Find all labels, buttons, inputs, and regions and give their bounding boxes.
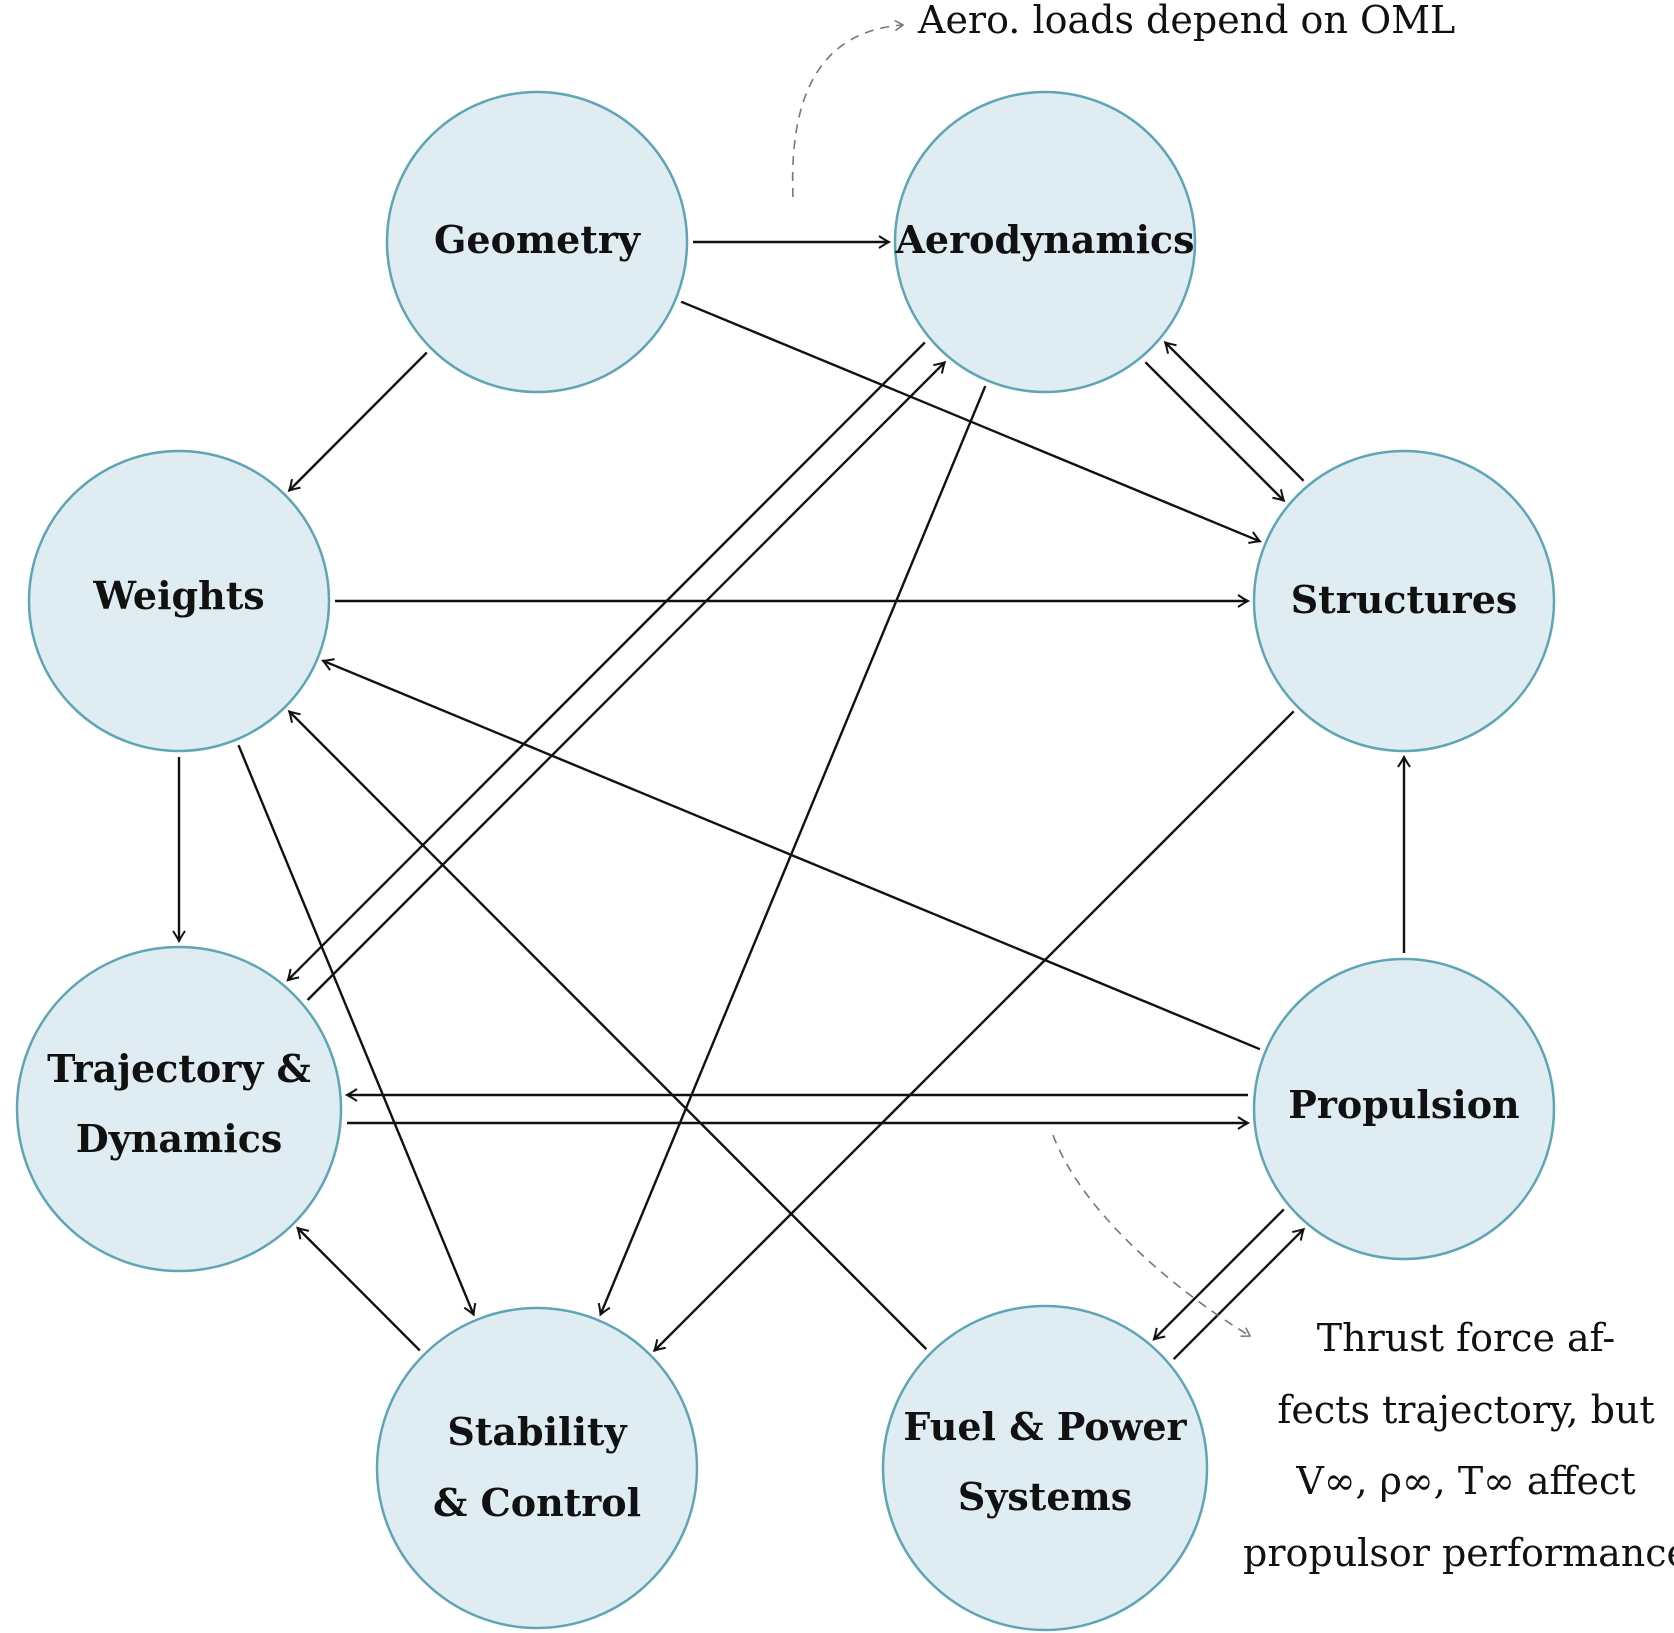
thrust-note-line: fects trajectory, but [1277, 1388, 1654, 1432]
node-geometry: Geometry [385, 90, 689, 394]
node-weights-label: Weights [92, 573, 264, 618]
node-aerodynamics: Aerodynamics [893, 90, 1197, 394]
node-structures-circle [1252, 449, 1556, 753]
aero-note-leader [791, 19, 905, 198]
edge-trajectory-to-aerodynamics [306, 362, 945, 1001]
edge-propulsion-to-weights [323, 661, 1261, 1051]
edge-structures-to-stability [654, 710, 1295, 1350]
node-aerodynamics-label: Aerodynamics [894, 217, 1194, 262]
aero-note-line: Aero. loads depend on OML [917, 0, 1455, 42]
node-weights: Weights [27, 449, 331, 753]
edge-aerodynamics-to-trajectory [288, 341, 926, 981]
node-fuel-label: Systems [958, 1474, 1132, 1519]
thrust-note-line: propulsor performance [1243, 1531, 1674, 1575]
edge-aerodynamics-to-structures [1144, 361, 1283, 500]
edge-fuel-to-weights [289, 711, 928, 1350]
node-propulsion-circle [1252, 957, 1556, 1261]
node-fuel-circle [881, 1304, 1209, 1632]
node-trajectory-circle [15, 945, 343, 1273]
thrust-note-leader [1052, 1134, 1252, 1337]
edge-fuel-to-propulsion [1172, 1229, 1304, 1360]
edge-weights-to-stability [237, 744, 474, 1314]
aero-note: Aero. loads depend on OML [917, 0, 1455, 42]
thrust-note-line: Thrust force af- [1317, 1316, 1615, 1360]
node-trajectory: Trajectory & Dynamics [15, 945, 343, 1273]
edge-structures-to-aerodynamics [1165, 342, 1305, 482]
thrust-note: Thrust force af-fects trajectory, butV∞,… [1243, 1316, 1674, 1575]
node-propulsion-label: Propulsion [1288, 1082, 1519, 1127]
node-structures: Structures [1252, 449, 1556, 753]
node-stability-label: Stability [447, 1409, 627, 1454]
node-stability: Stability & Control [375, 1306, 699, 1630]
edge-propulsion-to-fuel [1154, 1208, 1285, 1339]
edge-geometry-to-weights [289, 351, 428, 491]
edges-layer [179, 242, 1404, 1360]
edge-aerodynamics-to-stability [601, 385, 987, 1315]
annotations-layer: Aero. loads depend on OML Thrust force af… [791, 0, 1674, 1575]
edge-stability-to-trajectory [298, 1228, 421, 1352]
node-geometry-circle [385, 90, 689, 394]
node-geometry-label: Geometry [434, 217, 641, 262]
node-structures-label: Structures [1291, 577, 1518, 622]
node-trajectory-label: Trajectory & [47, 1046, 311, 1091]
node-stability-circle [375, 1306, 699, 1630]
node-trajectory-label: Dynamics [76, 1116, 282, 1161]
node-propulsion: Propulsion [1252, 957, 1556, 1261]
node-aerodynamics-circle [893, 90, 1197, 394]
thrust-note-line: V∞, ρ∞, T∞ affect [1295, 1459, 1635, 1503]
node-fuel-label: Fuel & Power [903, 1404, 1187, 1449]
node-stability-label: & Control [433, 1480, 641, 1525]
node-weights-circle [27, 449, 331, 753]
